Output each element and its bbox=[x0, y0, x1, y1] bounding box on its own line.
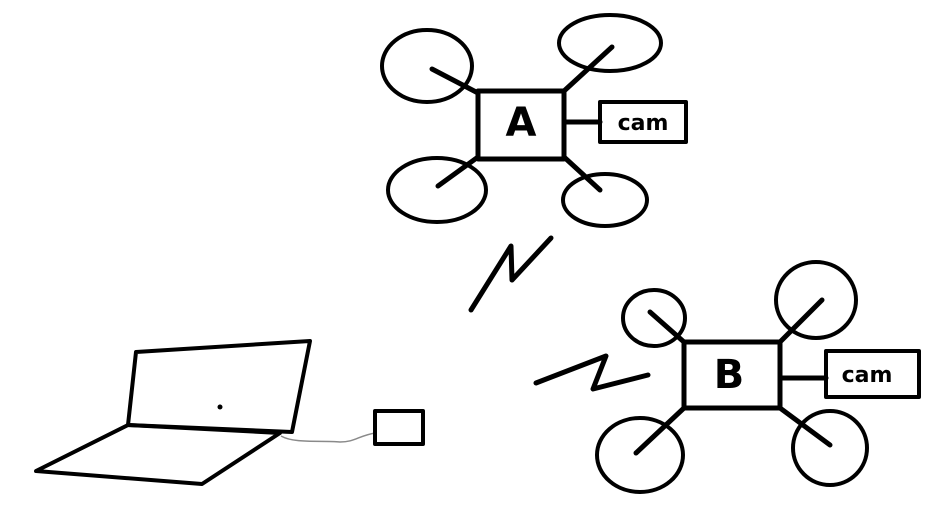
drone-a-cam-box bbox=[598, 100, 688, 144]
drone-a-cam-label: cam bbox=[618, 111, 669, 136]
drone-b-rotor-top-left bbox=[621, 288, 687, 348]
drone-b-arms bbox=[633, 297, 833, 456]
usb-cable bbox=[280, 432, 376, 443]
drone-a-arm bbox=[429, 66, 481, 96]
wireless-signal-to-drone-b bbox=[533, 353, 651, 392]
drone-b-body bbox=[681, 339, 783, 411]
drone-b-rotors bbox=[595, 260, 869, 494]
drone-a-body bbox=[475, 88, 567, 162]
laptop-screen-dot bbox=[217, 404, 223, 410]
laptop-keyboard-base bbox=[34, 423, 282, 486]
laptop-screen bbox=[126, 339, 312, 434]
drone-b-arm bbox=[633, 405, 687, 456]
drone-a-rotor-bottom-right bbox=[561, 172, 649, 228]
drone-b-arm bbox=[777, 405, 833, 448]
drone-b-rotor-bottom-left bbox=[595, 416, 685, 494]
drone-a-arm bbox=[561, 154, 603, 193]
drone-a: A cam bbox=[380, 13, 688, 228]
drone-a-rotors bbox=[380, 13, 663, 228]
drone-b-rotor-top-right bbox=[774, 260, 858, 340]
radio-transceiver-dongle bbox=[373, 409, 425, 446]
drone-a-arm bbox=[561, 44, 615, 94]
drone-b-label: B bbox=[714, 352, 745, 398]
drone-b-arm bbox=[777, 297, 825, 345]
drone-a-arm bbox=[435, 154, 481, 189]
drone-b-arm bbox=[647, 309, 687, 345]
drone-a-arms bbox=[429, 44, 615, 193]
drone-a-rotor-top-left bbox=[380, 28, 474, 104]
laptop bbox=[34, 339, 425, 486]
drone-b-cam-label: cam bbox=[842, 363, 893, 388]
drone-b-cam-box bbox=[824, 349, 921, 399]
drone-b: B cam bbox=[595, 260, 921, 494]
drone-a-rotor-top-right bbox=[557, 13, 663, 73]
drone-b-rotor-bottom-right bbox=[791, 409, 869, 487]
drone-a-label: A bbox=[506, 100, 537, 146]
drone-a-rotor-bottom-left bbox=[386, 156, 488, 224]
wireless-signal-to-drone-a bbox=[468, 235, 554, 313]
